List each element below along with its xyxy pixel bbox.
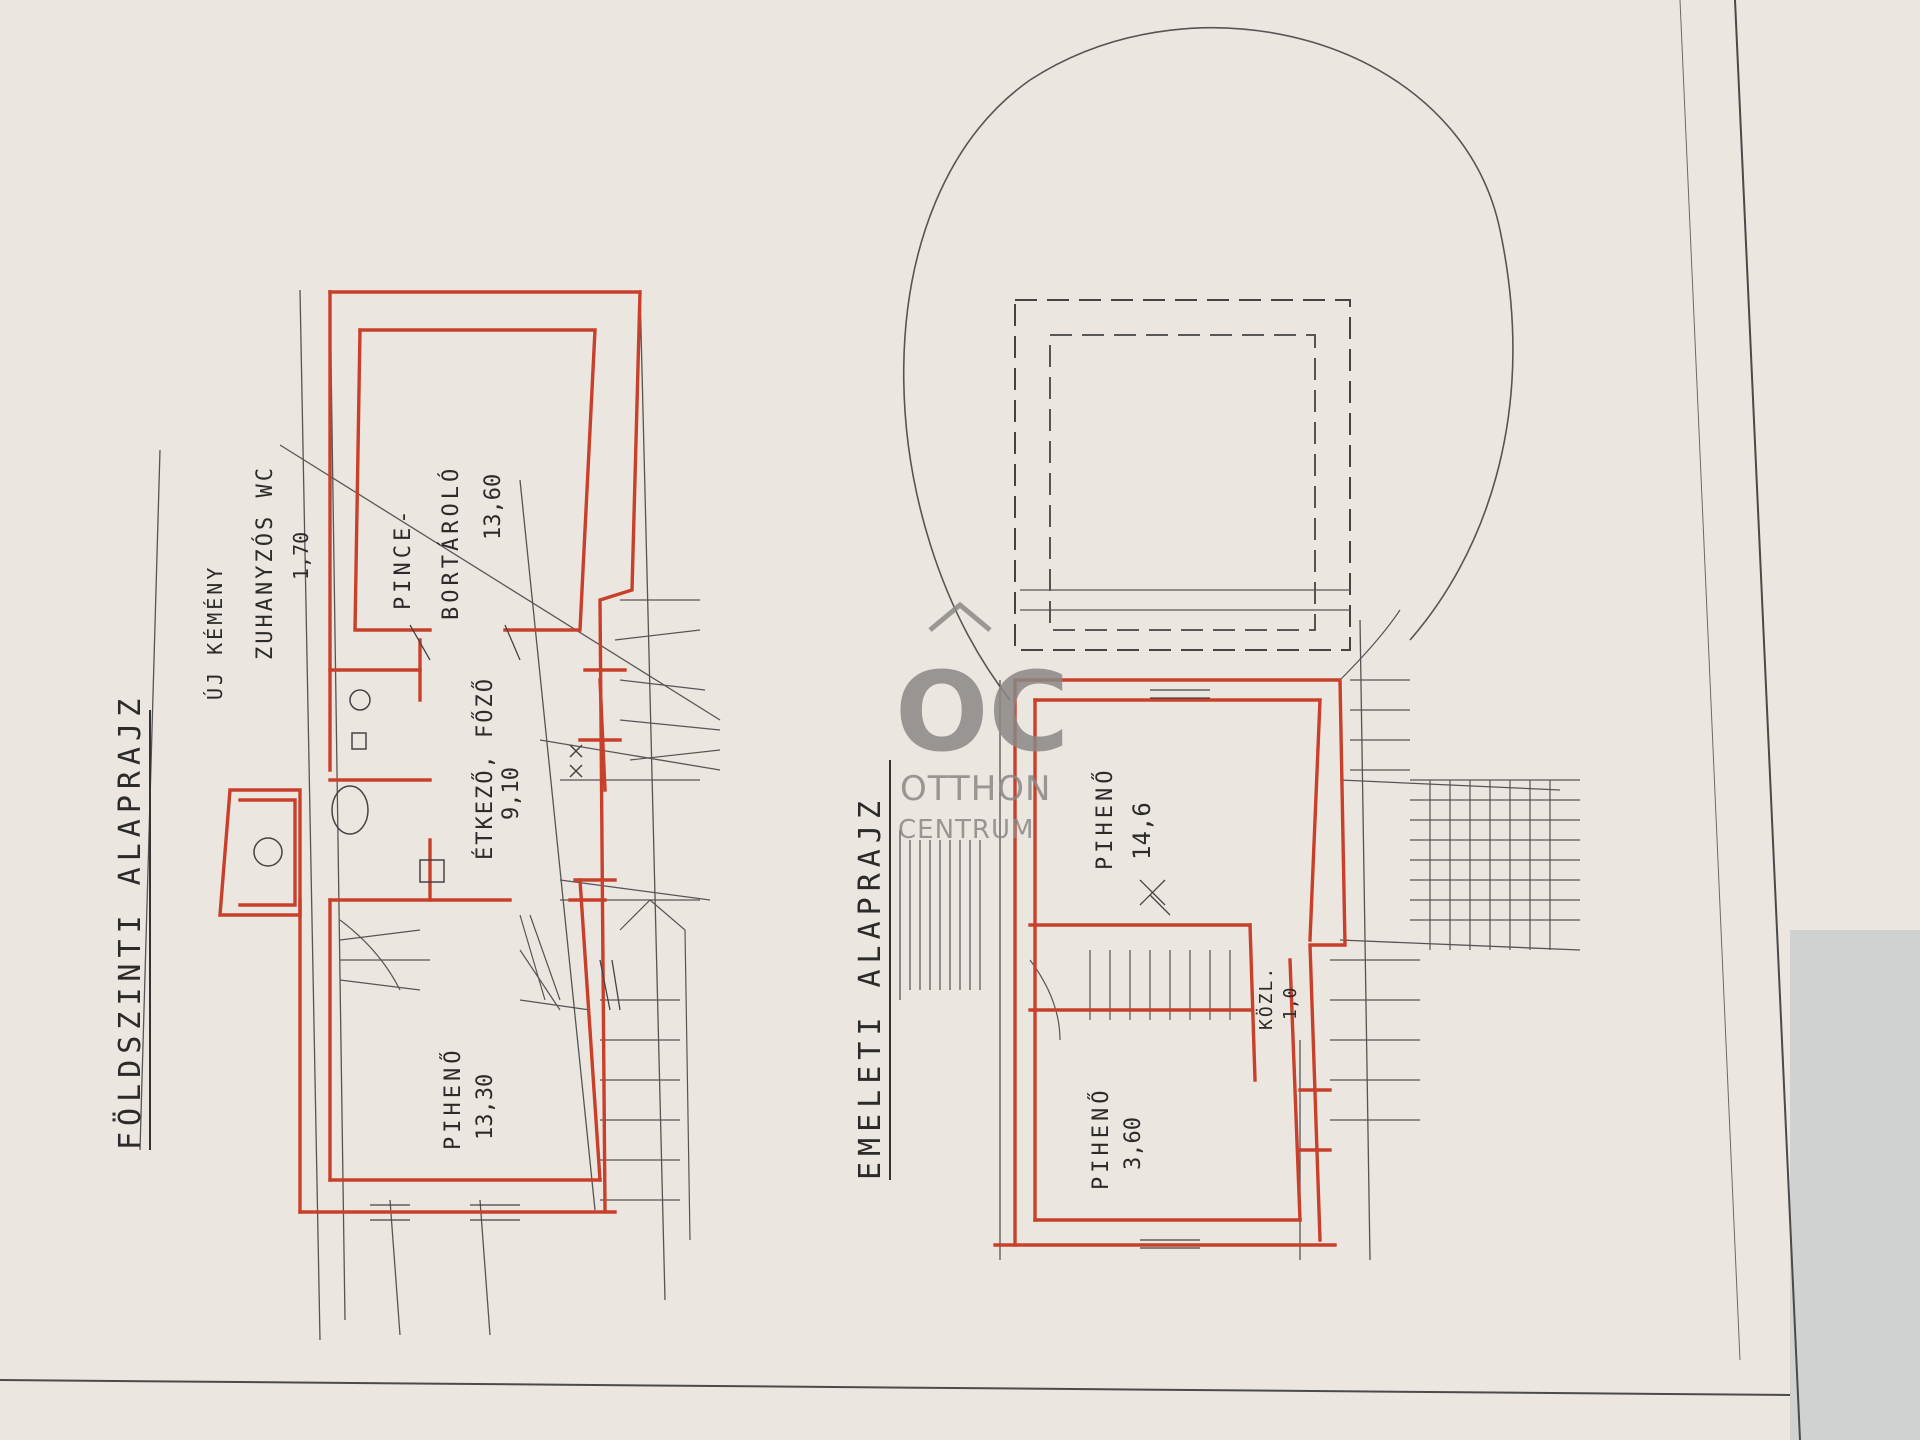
zuhanyzos-wc-text: ZUHANYZÓS WC: [252, 465, 278, 660]
kozl-area-text: 1,0: [1280, 987, 1301, 1020]
pince-text: PINCE-: [391, 507, 416, 610]
label-piheno-upper1: PIHENŐ: [1092, 767, 1118, 870]
ground-stairs-upper: [519, 599, 721, 1241]
piheno-upper1-text: PIHENŐ: [1092, 767, 1118, 870]
watermark: OC OTTHON CENTRUM: [895, 601, 1069, 845]
ground-windows: [370, 624, 621, 1221]
watermark-line1: OTTHON: [900, 769, 1051, 809]
piheno-ground-area-text: 13,30: [473, 1074, 498, 1140]
ground-stairs-lower: [339, 914, 561, 1001]
ground-floor-plan: [139, 289, 721, 1341]
label-etkezo-area: 9,10: [499, 767, 524, 820]
upper-floor-title: EMELETI ALAPRAJZ: [853, 760, 891, 1180]
watermark-roof-icon: [928, 601, 992, 632]
watermark-line2: CENTRUM: [898, 815, 1034, 845]
ground-floor-title: FÖLDSZINTI ALAPRAJZ: [112, 693, 151, 1150]
label-piheno-upper2: PIHENŐ: [1088, 1087, 1114, 1190]
piheno-ground-text: PIHENŐ: [440, 1047, 466, 1150]
upper-floor-title-text: EMELETI ALAPRAJZ: [853, 795, 888, 1180]
label-kozl-area: 1,0: [1280, 987, 1301, 1020]
label-zuhanyzos-wc: ZUHANYZÓS WC: [252, 465, 278, 660]
paper-shadow: [1790, 930, 1920, 1440]
label-wc-area: 1,70: [289, 532, 313, 580]
bortarolo-text: BORTÁROLÓ: [438, 465, 464, 620]
wc-area-text: 1,70: [289, 532, 313, 580]
pince-area-text: 13,60: [481, 474, 506, 540]
ground-floor-title-text: FÖLDSZINTI ALAPRAJZ: [112, 693, 148, 1150]
uj-kemeny-text: ÚJ KÉMÉNY: [203, 565, 227, 700]
dashed-terrace: [1014, 299, 1351, 651]
etkezo-area-text: 9,10: [499, 767, 524, 820]
upper-walls: [993, 678, 1347, 1247]
upper-windows: [1139, 689, 1210, 1249]
label-uj-kemeny: ÚJ KÉMÉNY: [203, 565, 227, 700]
upper-pencil-lines: [899, 589, 1581, 1261]
label-bortarolo: BORTÁROLÓ: [438, 465, 464, 620]
watermark-logo: OC: [895, 648, 1069, 776]
ground-fixtures: [253, 689, 583, 883]
label-piheno-ground: PIHENŐ: [440, 1047, 466, 1150]
upper-stairs: [909, 609, 1580, 1121]
label-pince-area: 13,60: [481, 474, 506, 540]
label-piheno-upper2-area: 3,60: [1121, 1117, 1146, 1170]
piheno-upper2-area-text: 3,60: [1121, 1117, 1146, 1170]
label-piheno-upper1-area: 14,6: [1128, 802, 1156, 860]
label-piheno-ground-area: 13,30: [473, 1074, 498, 1140]
upper-floor-plan: [899, 27, 1581, 1261]
piheno-upper1-area-text: 14,6: [1128, 802, 1156, 860]
label-kozl: KÖZL.: [1255, 966, 1277, 1030]
dashed-terrace-inner: [1049, 334, 1316, 631]
kozl-text: KÖZL.: [1255, 966, 1277, 1030]
piheno-upper2-text: PIHENŐ: [1088, 1087, 1114, 1190]
label-etkezo-fozo: ÉTKEZŐ, FŐZŐ: [472, 677, 498, 860]
tree-outline: [902, 27, 1514, 701]
etkezo-fozo-text: ÉTKEZŐ, FŐZŐ: [472, 677, 498, 860]
sheet-border-right: [1734, 0, 1801, 1440]
ground-walls: [218, 290, 642, 1214]
label-pince: PINCE-: [391, 507, 416, 610]
sheet-border-inner: [1679, 0, 1741, 1361]
sheet-border-bottom: [0, 1379, 1791, 1396]
ground-pencil-lines: [139, 289, 721, 1341]
